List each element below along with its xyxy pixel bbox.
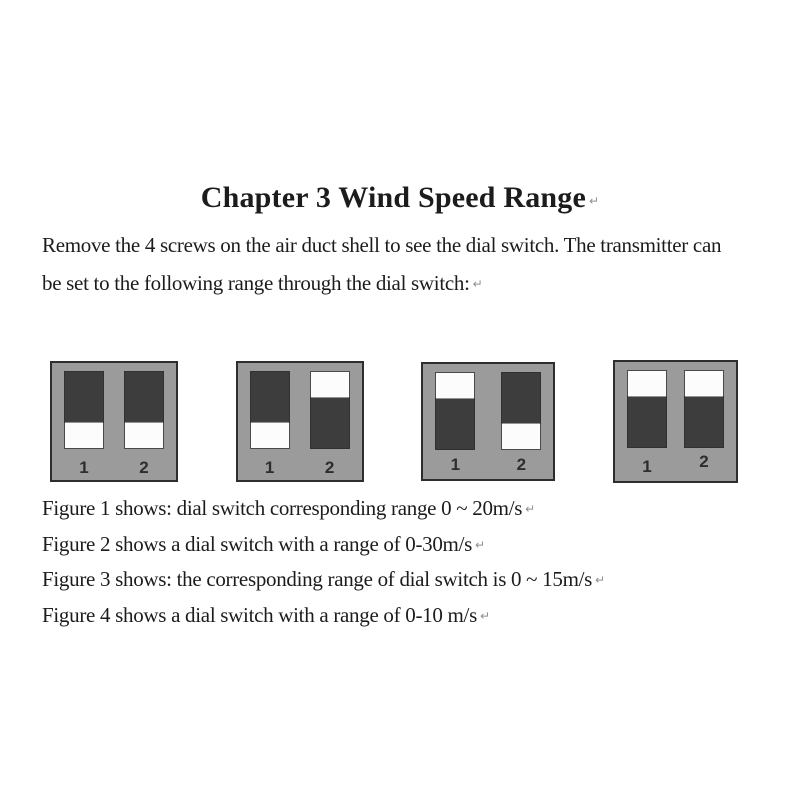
switch-label-2: 2 [324, 458, 335, 477]
paragraph-line-2: be set to the following range through th… [42, 264, 770, 303]
dip-switch-figure-3: 1 2 [421, 362, 556, 481]
paragraph-line-1: Remove the 4 screws on the air duct shel… [42, 233, 722, 257]
dip-switch-figure-1: 1 2 [50, 361, 178, 482]
return-mark-icon: ↵ [589, 194, 600, 208]
switch-slots [423, 372, 553, 450]
figure-2-caption: Figure 2 shows a dial switch with a rang… [42, 527, 770, 563]
switch-label-2: 2 [699, 452, 709, 471]
switch-knob [125, 372, 163, 423]
switch-knob [310, 397, 349, 448]
switch-labels: 1 2 [52, 458, 176, 478]
switch-slots [52, 371, 176, 449]
dip-switch-2 [501, 372, 542, 450]
paragraph-line-2-text: be set to the following range through th… [42, 271, 470, 295]
return-mark-icon: ↵ [475, 537, 485, 552]
switch-label-1: 1 [264, 458, 275, 477]
switch-knob [502, 373, 541, 424]
return-mark-icon: ↵ [479, 609, 490, 624]
dip-switch-2 [124, 371, 164, 449]
switch-knob [436, 398, 475, 449]
switch-slots [615, 370, 736, 448]
return-mark-icon: ↵ [595, 573, 605, 588]
intro-paragraph: Remove the 4 screws on the air duct shel… [42, 226, 770, 303]
dip-switch-figure-4: 1 2 [612, 360, 738, 483]
figure-captions: Figure 1 shows: dial switch correspondin… [42, 491, 770, 634]
switch-knob [627, 396, 666, 447]
dip-switch-1 [64, 371, 104, 449]
figure-4-caption-text: Figure 4 shows a dial switch with a rang… [42, 603, 477, 628]
switch-labels: 1 2 [423, 455, 553, 475]
dip-switch-2 [309, 371, 350, 449]
dip-switch-1 [249, 371, 290, 449]
switch-knob [65, 372, 103, 423]
figure-1-caption: Figure 1 shows: dial switch correspondin… [42, 491, 770, 527]
chapter-title: Chapter 3 Wind Speed Range↵ [0, 180, 800, 219]
return-mark-icon: ↵ [525, 502, 535, 516]
figure-4-caption: Figure 4 shows a dial switch with a rang… [42, 598, 770, 634]
figure-3-caption-text: Figure 3 shows: the corresponding range … [42, 567, 593, 592]
dip-switch-figures-row: 1 2 1 2 [50, 360, 738, 485]
dip-switch-1 [626, 370, 667, 448]
figure-3-caption: Figure 3 shows: the corresponding range … [42, 562, 770, 598]
dip-switch-1 [435, 372, 476, 450]
switch-slots [238, 371, 362, 449]
switch-label-2: 2 [139, 458, 149, 477]
figure-1-caption-text: Figure 1 shows: dial switch correspondin… [42, 496, 523, 520]
dip-switch-figure-2: 1 2 [235, 361, 364, 482]
dip-switch-2 [683, 370, 724, 448]
switch-label-2: 2 [516, 455, 527, 474]
return-mark-icon: ↵ [472, 277, 483, 291]
switch-label-1: 1 [450, 455, 461, 474]
switch-labels: 1 2 [615, 452, 736, 477]
switch-knob [250, 372, 289, 423]
figure-2-caption-text: Figure 2 shows a dial switch with a rang… [42, 531, 472, 556]
chapter-title-text: Chapter 3 Wind Speed Range [200, 181, 587, 214]
switch-label-1: 1 [642, 457, 652, 476]
switch-knob [684, 396, 723, 447]
switch-labels: 1 2 [238, 458, 362, 478]
switch-label-1: 1 [79, 458, 89, 477]
